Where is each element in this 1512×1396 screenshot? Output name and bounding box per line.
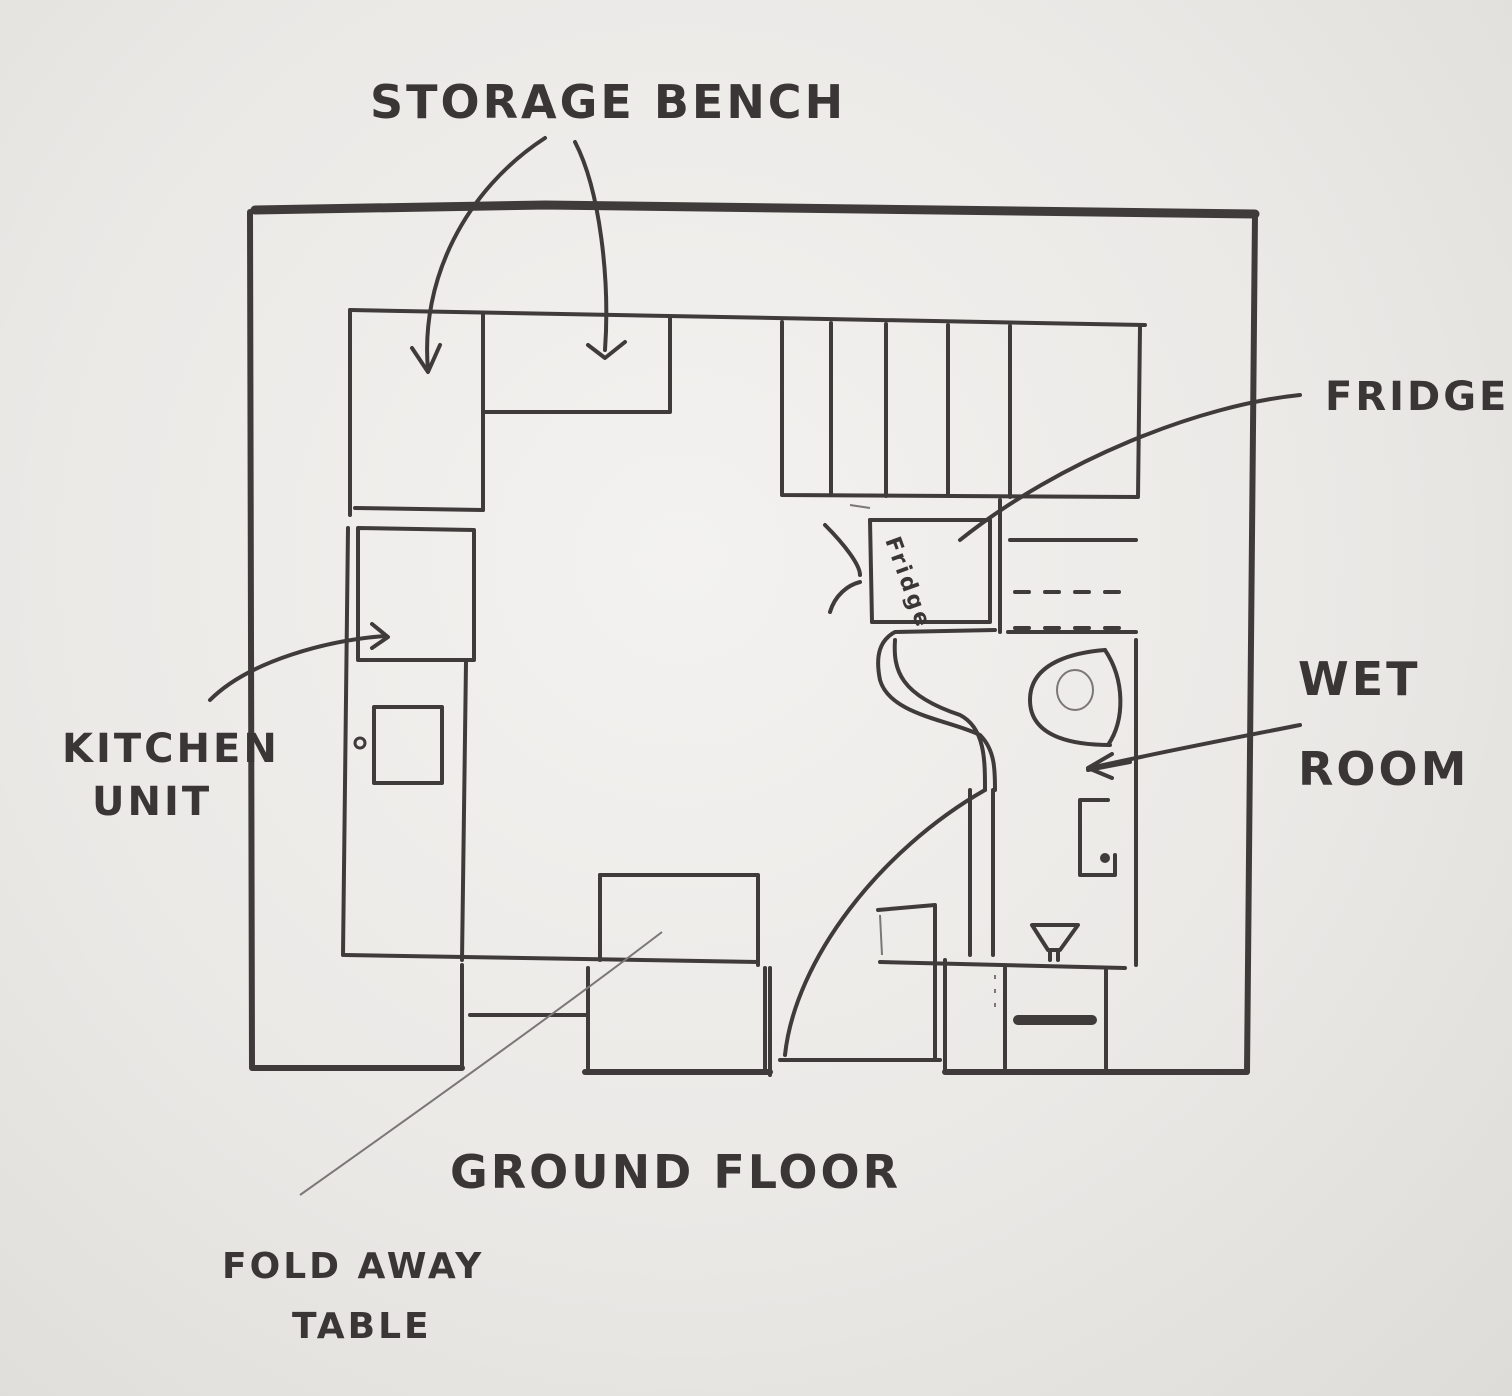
kitchen-unit-label-line2: UNIT [92, 779, 212, 825]
wet-room-wall [876, 628, 1138, 967]
fold-away-table-pointer [299, 931, 663, 1196]
sink [372, 705, 444, 785]
kitchen-unit-label-line1: KITCHEN [62, 726, 280, 772]
storage-bench-label: STORAGE BENCH [370, 75, 846, 129]
fold-away-table-label-line1: FOLD AWAY [222, 1246, 484, 1287]
entrance-door [778, 788, 987, 1062]
tap-icon [353, 736, 367, 750]
basin [1030, 923, 1080, 952]
wet-room-fixtures [1028, 648, 1132, 962]
outer-wall [247, 200, 1260, 1075]
storage-bench-arrows [410, 136, 627, 374]
kitchen-unit [341, 526, 476, 962]
fold-away-table-label-line2: TABLE [292, 1306, 432, 1347]
fold-away-table [468, 873, 772, 1077]
fridge-arrow [958, 393, 1302, 542]
shower-tray [1078, 798, 1117, 877]
kitchen-unit-arrow [208, 622, 390, 702]
storage-bench-right [481, 316, 672, 414]
wet-room-label-line2: ROOM [1298, 742, 1469, 796]
steps [878, 958, 1127, 1074]
staircase [780, 320, 1142, 499]
fridge-label: FRIDGE [1325, 374, 1509, 420]
wet-room-label-line1: WET [1298, 652, 1421, 706]
ground-floor-title: GROUND FLOOR [450, 1145, 901, 1199]
shelving [998, 498, 1138, 634]
fridge: Fridge [823, 504, 992, 633]
toilet-bowl [1028, 648, 1112, 747]
storage-bench-left [353, 313, 485, 512]
inner-floor-outline [343, 308, 1147, 1070]
fridge-scribble: Fridge [879, 534, 935, 633]
wet-room-arrow [1086, 723, 1302, 780]
